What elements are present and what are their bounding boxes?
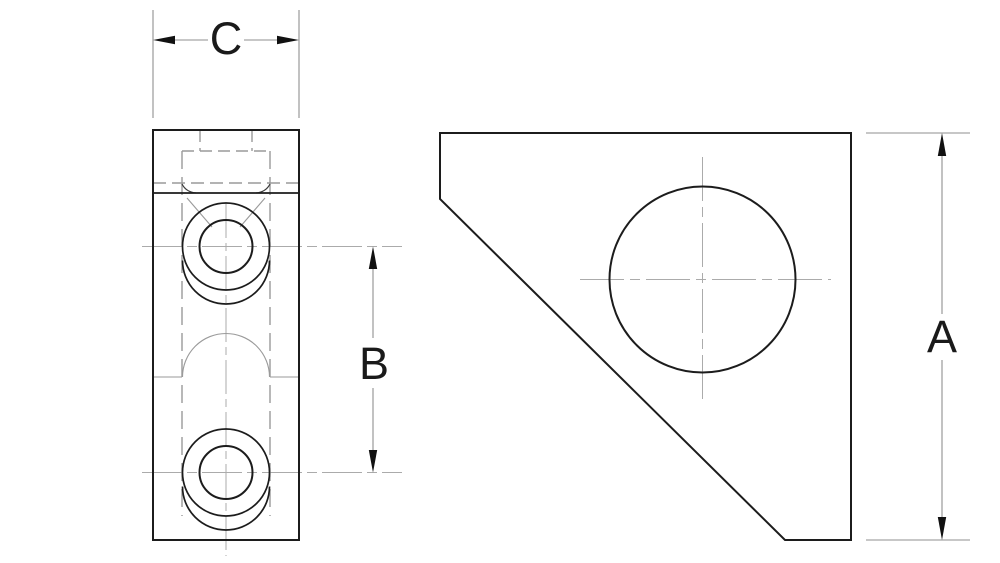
bottom-counterbore-offset-arc bbox=[181, 486, 271, 531]
dimension-label-a: A bbox=[927, 311, 957, 362]
arrow-right-icon bbox=[277, 35, 299, 45]
top-counterbore-circle bbox=[181, 202, 271, 291]
fillet-curve-left bbox=[181, 183, 197, 194]
arrow-left-icon bbox=[153, 35, 175, 45]
dimension-c: C bbox=[152, 10, 300, 118]
dimension-b: B bbox=[359, 246, 389, 473]
arrow-down-icon bbox=[368, 450, 378, 473]
top-counterbore-offset-arc bbox=[181, 260, 271, 305]
arrow-down-icon bbox=[937, 517, 947, 540]
side-view-outline bbox=[152, 129, 300, 541]
arrow-up-icon bbox=[937, 133, 947, 156]
front-view bbox=[439, 132, 852, 541]
dimension-label-c: C bbox=[210, 13, 243, 64]
side-view bbox=[142, 129, 402, 556]
top-hole-circle bbox=[198, 219, 254, 274]
dimension-label-b: B bbox=[359, 338, 389, 389]
projected-bore-arc bbox=[181, 333, 271, 378]
front-view-outline bbox=[439, 132, 852, 541]
bottom-counterbore-circle bbox=[181, 428, 271, 517]
fillet-curve-right bbox=[255, 183, 271, 194]
bottom-hole-circle bbox=[198, 445, 254, 500]
bore-circle bbox=[608, 185, 797, 374]
arrow-up-icon bbox=[368, 246, 378, 269]
dimension-a: A bbox=[866, 132, 970, 541]
